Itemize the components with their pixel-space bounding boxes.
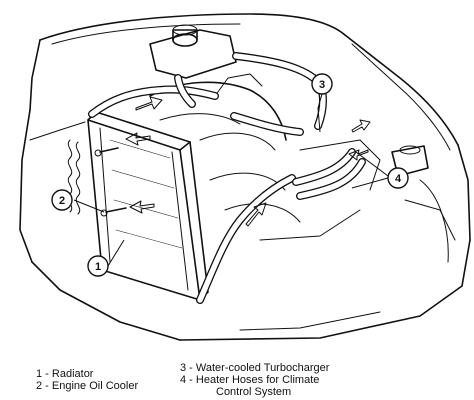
- callout-3-number: 3: [319, 79, 325, 91]
- legend-left: 1 - Radiator 2 - Engine Oil Cooler: [36, 368, 138, 392]
- car-body-outline: [19, 13, 471, 341]
- callout-1-number: 1: [95, 261, 101, 273]
- callout-2-number: 2: [59, 195, 65, 207]
- callout-4-number: 4: [395, 173, 402, 185]
- callout-2: 2: [51, 189, 73, 211]
- flow-arrow-1: [135, 96, 163, 111]
- leader-lines: [73, 93, 389, 267]
- legend-item-turbocharger: 3 - Water-cooled Turbocharger: [180, 362, 330, 374]
- legend-right: 3 - Water-cooled Turbocharger 4 - Heater…: [180, 362, 329, 398]
- flow-arrow-3: [129, 200, 155, 214]
- legend-item-oil-cooler: 2 - Engine Oil Cooler: [36, 380, 139, 392]
- callout-3: 3: [311, 73, 333, 95]
- callout-4: 4: [387, 167, 409, 189]
- legend-item-radiator: 1 - Radiator: [36, 368, 94, 380]
- flow-arrow-4: [245, 202, 267, 227]
- oil-cooler-fittings: [94, 147, 127, 217]
- flow-arrow-2: [125, 132, 151, 146]
- callout-1: 1: [87, 255, 109, 277]
- legend-item-heater-hoses: 4 - Heater Hoses for Climate: [180, 374, 320, 386]
- coolant-reservoir: [149, 24, 237, 79]
- flow-arrow-5: [351, 119, 371, 133]
- legend-item-heater-hoses-cont: Control System: [216, 386, 292, 398]
